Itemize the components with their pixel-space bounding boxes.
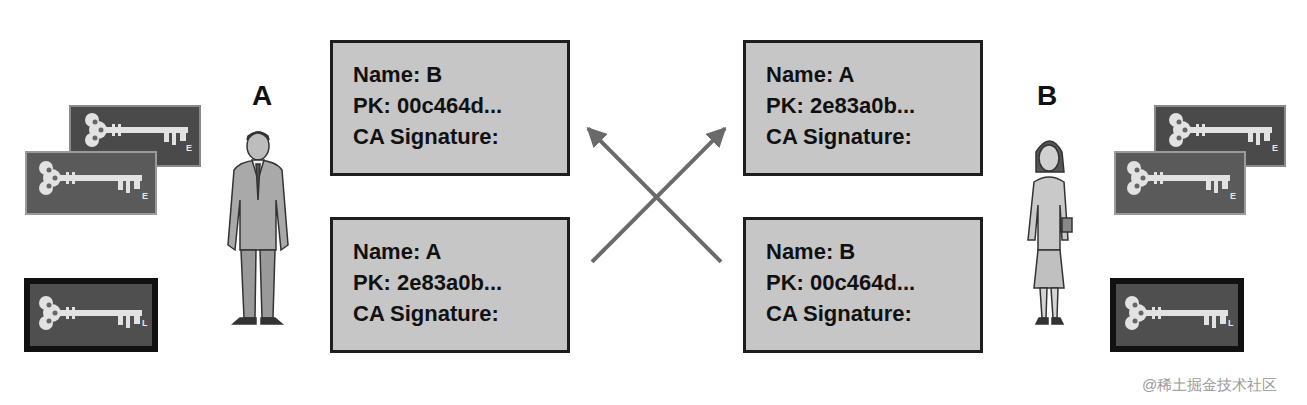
certificate-field: PK: 2e83a0b... — [353, 267, 551, 298]
key-card — [24, 106, 200, 352]
certificate-field: CA Signature: — [766, 121, 964, 152]
exchange-arrow — [592, 128, 725, 261]
certificate-box: Name: BPK: 00c464d...CA Signature: — [330, 40, 570, 176]
certificate-box: Name: APK: 2e83a0b...CA Signature: — [743, 40, 983, 176]
key-letter: E — [1272, 143, 1278, 153]
key-card — [1110, 106, 1285, 352]
certificate-box: Name: BPK: 00c464d...CA Signature: — [743, 217, 983, 353]
party-name: B — [1037, 80, 1057, 112]
certificate-field: PK: 00c464d... — [766, 267, 964, 298]
certificate-field: Name: B — [353, 59, 551, 90]
exchange-arrow — [588, 128, 721, 261]
certificate-field: CA Signature: — [353, 121, 551, 152]
party-name: A — [252, 80, 272, 112]
certificate-field: Name: B — [766, 236, 964, 267]
watermark: @稀土掘金技术社区 — [1142, 376, 1277, 395]
key-letter: E — [142, 191, 148, 201]
certificate-field: PK: 2e83a0b... — [766, 90, 964, 121]
key-letter: E — [186, 143, 192, 153]
key-letter: L — [142, 318, 148, 328]
key-letter: L — [1228, 318, 1234, 328]
certificate-field: Name: A — [766, 59, 964, 90]
certificate-field: CA Signature: — [353, 298, 551, 329]
key-letter: E — [1230, 191, 1236, 201]
certificate-field: CA Signature: — [766, 298, 964, 329]
certificate-field: Name: A — [353, 236, 551, 267]
certificate-field: PK: 00c464d... — [353, 90, 551, 121]
man-figure — [228, 132, 288, 324]
woman-figure — [1028, 141, 1072, 324]
certificate-box: Name: APK: 2e83a0b...CA Signature: — [330, 217, 570, 353]
